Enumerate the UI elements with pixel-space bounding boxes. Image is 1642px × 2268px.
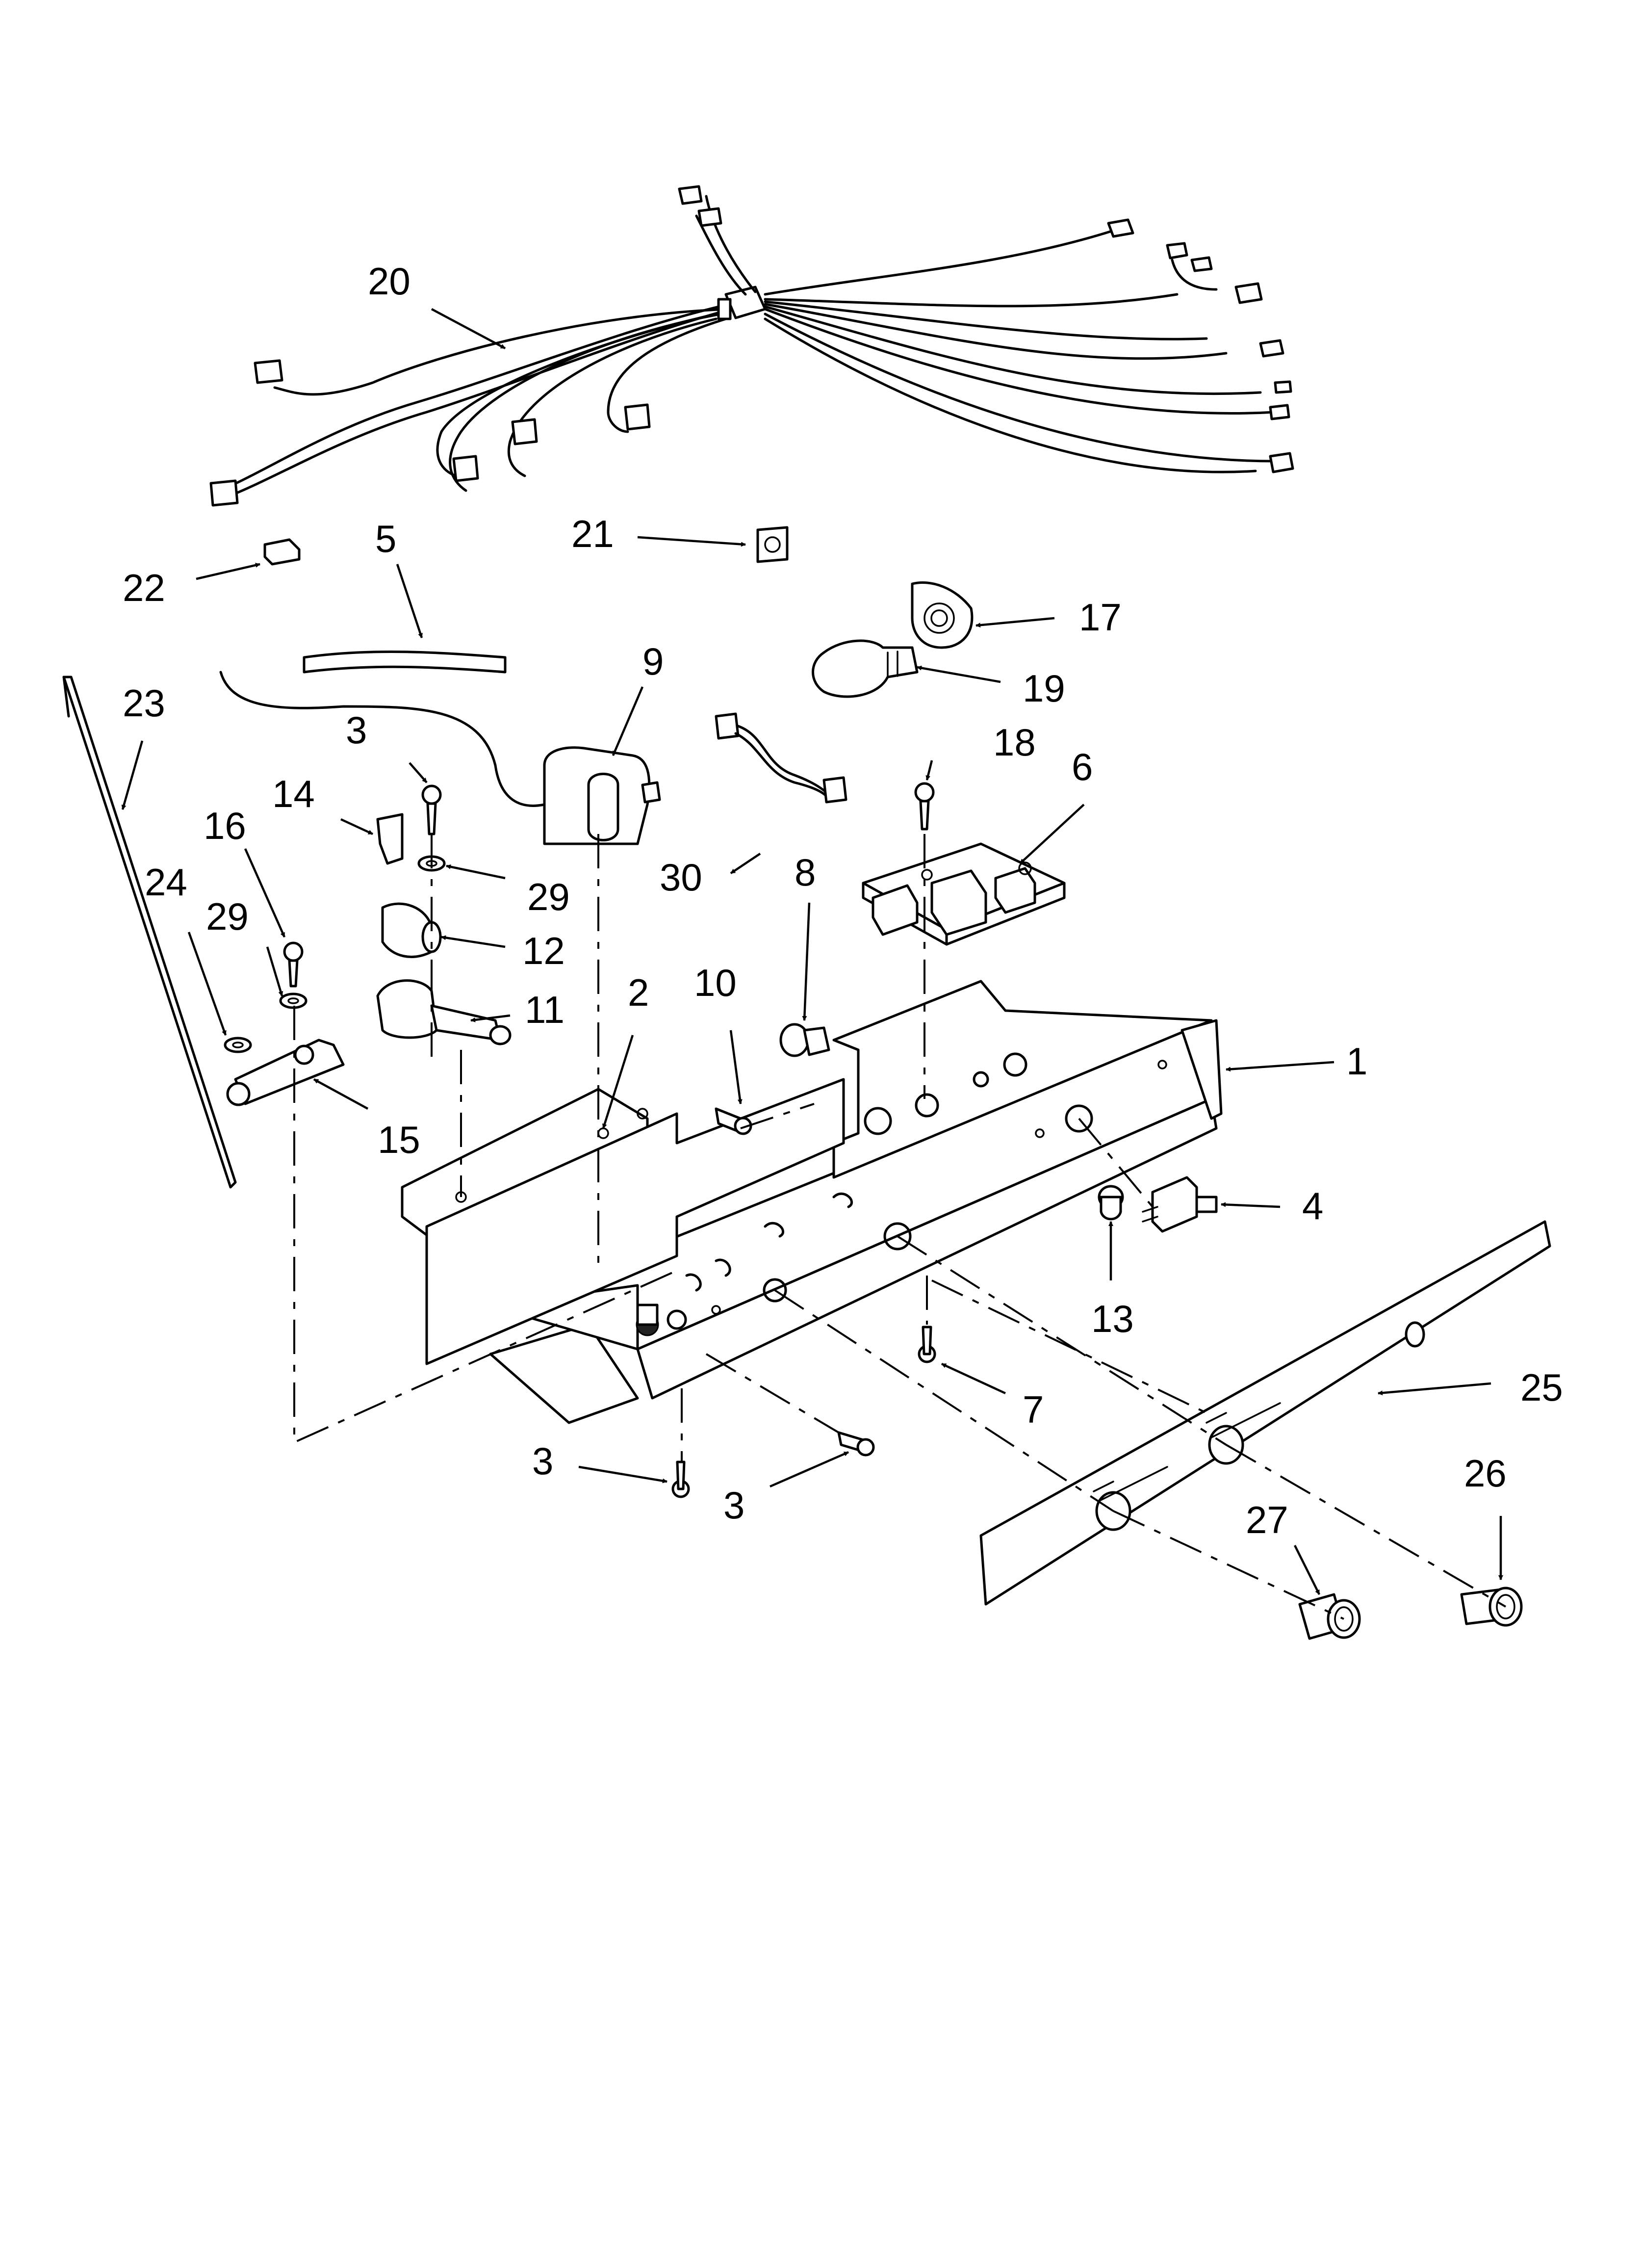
control-part [543, 746, 661, 845]
callout-8: 8 [795, 851, 816, 894]
wire-harness-part [209, 185, 1294, 507]
switch-part [1142, 1176, 1218, 1233]
callout-12: 12 [522, 929, 565, 972]
screw-part-16 [283, 941, 304, 988]
leader-arrows [121, 308, 1503, 1595]
lamp-socket-part [911, 581, 974, 649]
callout-14: 14 [272, 772, 315, 815]
tube-part [219, 650, 546, 807]
callout-26: 26 [1464, 1452, 1507, 1495]
callout-9: 9 [642, 640, 664, 683]
callout-10: 10 [694, 961, 737, 1004]
wire-connector-part [715, 712, 847, 804]
control-board-part [862, 842, 1066, 946]
callout-3-bottom-left: 3 [532, 1439, 553, 1483]
callout-16: 16 [204, 804, 246, 847]
screw-part-7 [918, 1326, 936, 1363]
lamp-part [779, 1023, 830, 1057]
screw-part-3-bottom-right [837, 1431, 875, 1457]
callout-15: 15 [378, 1118, 420, 1161]
push-button-part [1098, 1185, 1124, 1221]
rod-part [62, 676, 237, 1189]
callout-3-bottom-right: 3 [723, 1484, 744, 1527]
callout-3-top: 3 [346, 708, 367, 752]
knob-part-27 [1298, 1593, 1361, 1640]
callout-19: 19 [1023, 667, 1065, 710]
callout-21: 21 [571, 512, 614, 555]
light-bulb-part [812, 639, 919, 698]
knob-part-26 [1460, 1587, 1523, 1627]
callout-29-left: 29 [206, 895, 249, 938]
washer-part-29a [279, 992, 308, 1009]
cover-part [756, 526, 789, 563]
bracket-part [401, 1078, 845, 1365]
callout-2: 2 [628, 971, 649, 1014]
callout-30: 30 [660, 856, 702, 899]
support-clip-part [381, 902, 442, 958]
control-panel-part [979, 1220, 1551, 1606]
callout-29-top: 29 [527, 875, 570, 918]
screw-part-18 [914, 782, 935, 831]
shaft-part [376, 979, 512, 1045]
callout-6: 6 [1072, 745, 1093, 788]
callout-23: 23 [123, 681, 165, 725]
callout-20: 20 [368, 260, 410, 303]
callout-27: 27 [1246, 1498, 1288, 1541]
callout-22: 22 [123, 566, 165, 609]
callout-17: 17 [1079, 596, 1122, 639]
callout-18: 18 [993, 721, 1036, 764]
callout-5: 5 [375, 517, 396, 560]
washer-part-24 [224, 1037, 252, 1053]
callout-13: 13 [1091, 1297, 1134, 1340]
retainer-part [376, 813, 404, 865]
screw-part-10 [715, 1107, 752, 1135]
screw-part-3-bottom-left [671, 1460, 690, 1498]
callout-24: 24 [145, 860, 187, 904]
callout-1: 1 [1346, 1040, 1367, 1083]
clip-part [263, 538, 301, 566]
callout-11: 11 [525, 988, 564, 1031]
screw-part-3-top [421, 784, 442, 835]
callout-labels: 20 22 5 21 17 19 23 9 3 14 30 18 6 16 29… [123, 260, 1563, 1541]
callout-7: 7 [1023, 1388, 1044, 1431]
callout-25: 25 [1520, 1366, 1563, 1409]
assembly-lines [293, 834, 1507, 1620]
callout-4: 4 [1302, 1184, 1323, 1227]
